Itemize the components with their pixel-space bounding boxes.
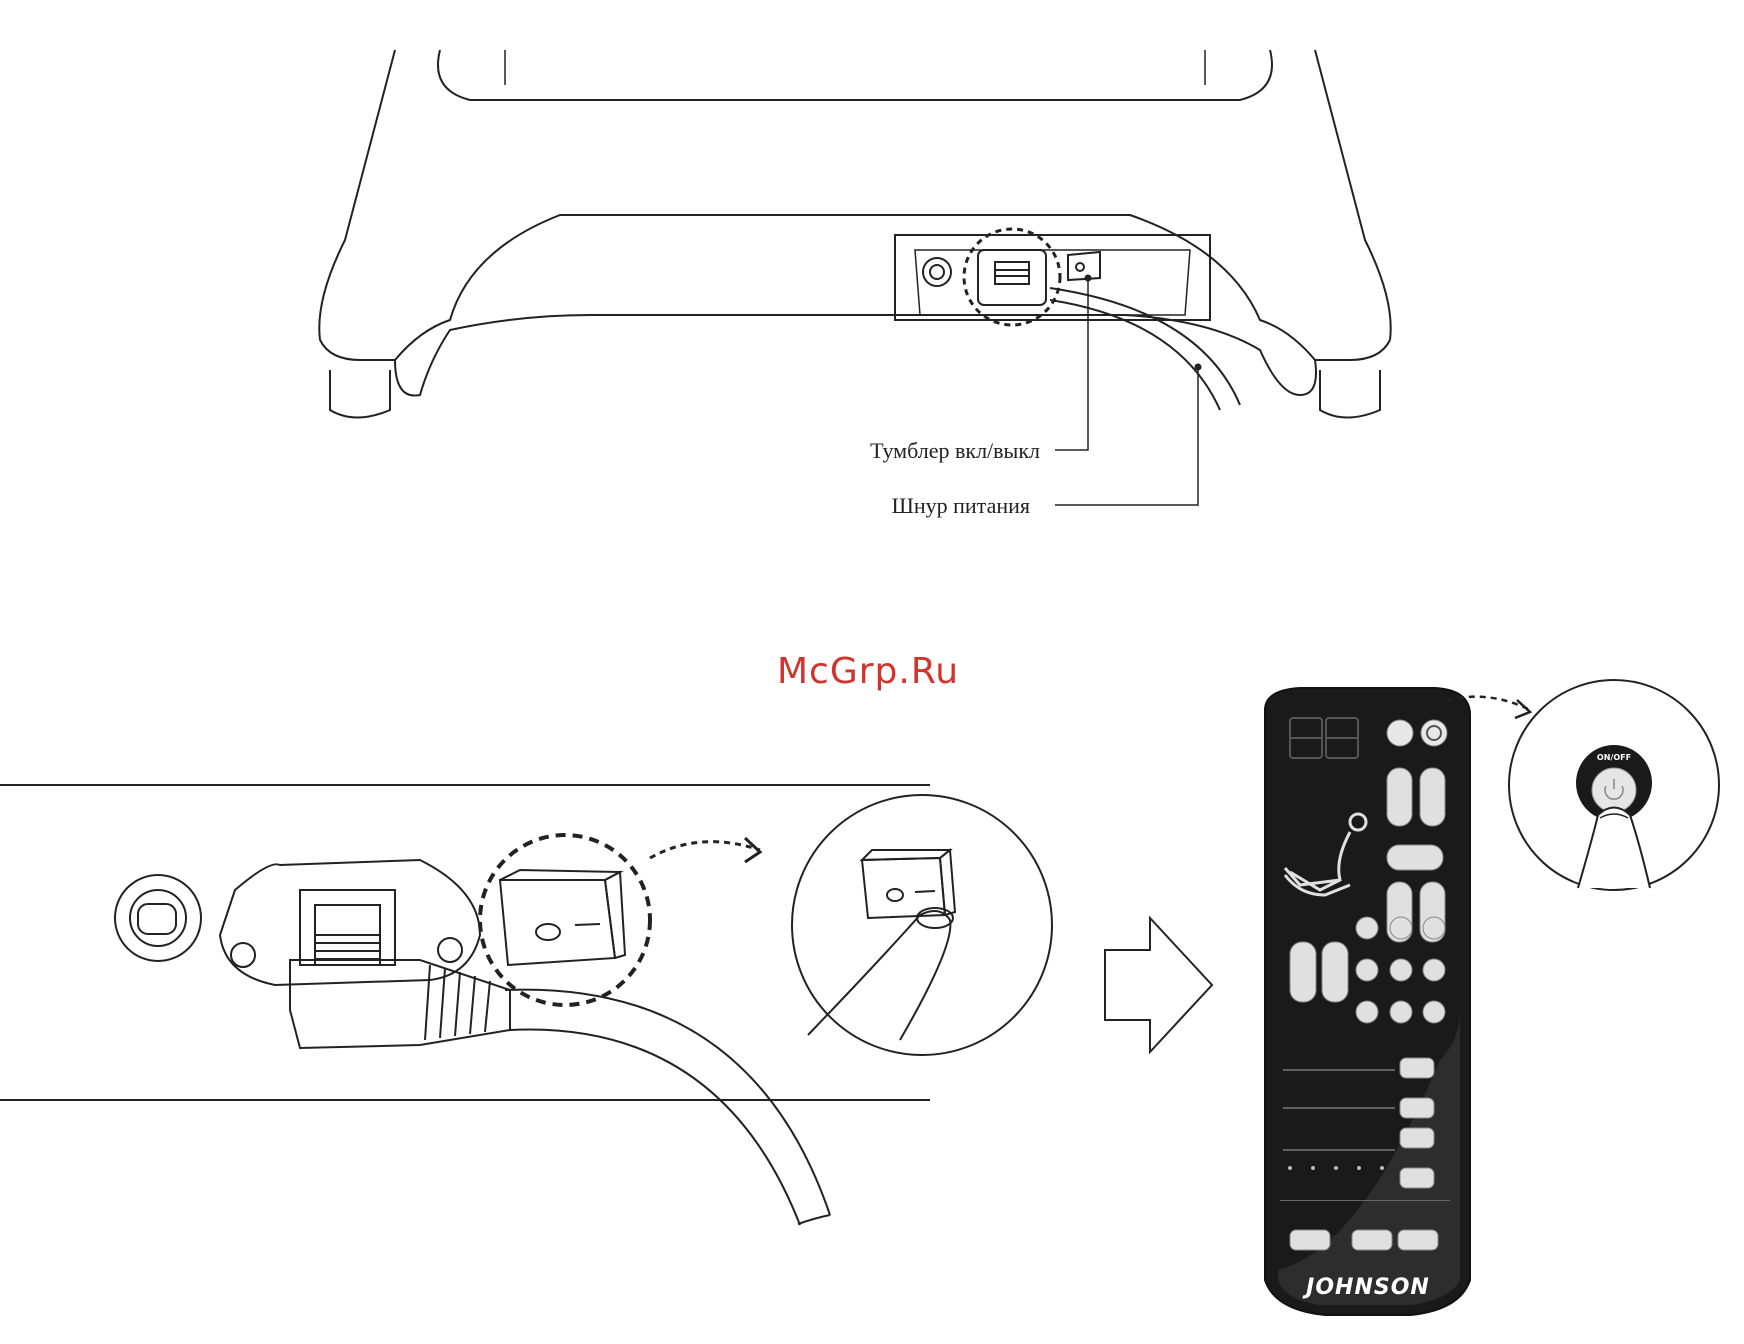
chair-base-illustration bbox=[319, 50, 1390, 505]
onoff-magnifier: ON/OFF bbox=[1509, 680, 1719, 890]
power-switch-label: Тумблер вкл/выкл bbox=[870, 438, 1040, 463]
onoff-label: ON/OFF bbox=[1597, 753, 1631, 762]
remote-control: JOHNSON bbox=[1265, 688, 1470, 1315]
socket-closeup-illustration bbox=[0, 785, 930, 1225]
watermark: McGrp.Ru bbox=[777, 651, 959, 692]
remote-brand-logo: JOHNSON bbox=[1302, 1275, 1430, 1300]
direction-arrow bbox=[1105, 918, 1212, 1052]
power-cord-label: Шнур питания bbox=[892, 493, 1030, 518]
switch-press-magnifier bbox=[792, 795, 1052, 1055]
